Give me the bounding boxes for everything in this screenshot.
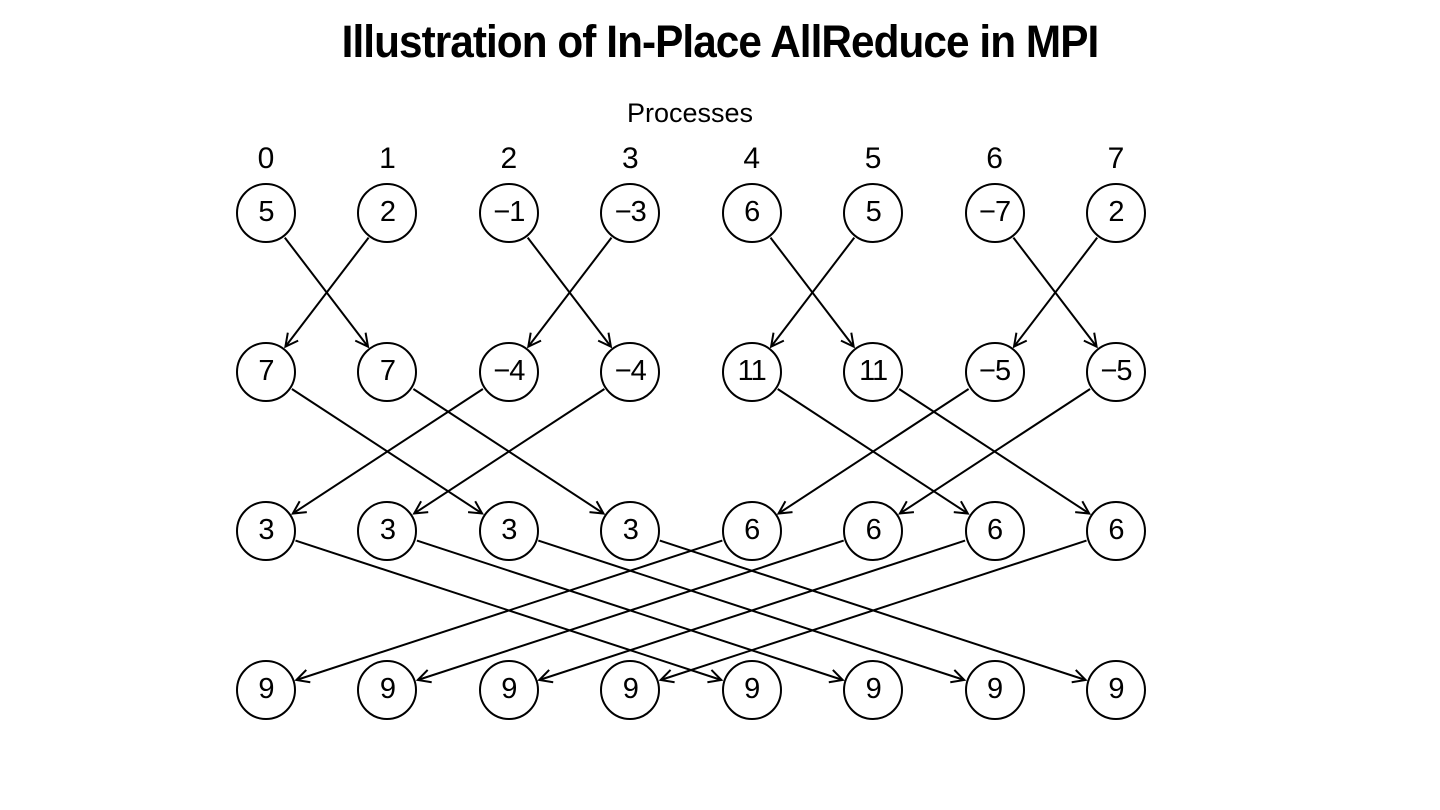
- value-node-row2-proc2: 3: [478, 501, 539, 561]
- value-node-row2-proc4: 6: [721, 501, 782, 561]
- value-node-row3-proc7: 9: [1086, 660, 1146, 720]
- value-node-row1-proc6: −5: [964, 342, 1025, 402]
- process-label-2: 2: [500, 142, 518, 175]
- process-label-5: 5: [864, 142, 882, 175]
- value-node-row0-proc2: −1: [478, 183, 539, 243]
- value-node-row1-proc1: 7: [357, 342, 418, 402]
- process-label-4: 4: [743, 142, 761, 175]
- exchange-arrow-stage3-p6-to-p2: [537, 539, 966, 684]
- exchange-arrow-stage1-p5-to-p4: [769, 236, 856, 349]
- value-node-row0-proc3: −3: [600, 183, 661, 243]
- value-node-row2-proc6: 6: [964, 501, 1025, 561]
- processes-axis-label: Processes: [626, 98, 754, 128]
- exchange-arrow-stage2-p6-to-p4: [776, 388, 970, 515]
- exchange-arrow-stage1-p7-to-p6: [1012, 236, 1098, 349]
- value-node-row2-proc5: 6: [843, 501, 904, 561]
- value-node-row3-proc1: 9: [357, 660, 418, 720]
- value-node-row1-proc2: −4: [478, 342, 539, 402]
- exchange-arrow-stage1-p3-to-p2: [526, 236, 613, 349]
- value-node-row3-proc2: 9: [478, 660, 539, 720]
- value-node-row3-proc4: 9: [721, 660, 782, 720]
- value-node-row1-proc0: 7: [236, 342, 296, 402]
- value-node-row0-proc7: 2: [1086, 183, 1146, 243]
- exchange-arrow-stage3-p5-to-p1: [415, 539, 845, 684]
- value-node-row0-proc0: 5: [236, 183, 296, 243]
- value-node-row2-proc7: 6: [1086, 501, 1146, 561]
- value-node-row1-proc4: 11: [721, 342, 782, 402]
- value-node-row3-proc6: 9: [964, 660, 1025, 720]
- value-node-row1-proc5: 11: [843, 342, 904, 402]
- exchange-arrow-stage3-p4-to-p0: [294, 539, 723, 684]
- process-label-3: 3: [621, 142, 639, 175]
- value-node-row3-proc3: 9: [600, 660, 661, 720]
- value-node-row3-proc5: 9: [843, 660, 904, 720]
- value-node-row2-proc3: 3: [600, 501, 661, 561]
- value-node-row0-proc6: −7: [964, 183, 1025, 243]
- value-node-row2-proc1: 3: [357, 501, 418, 561]
- exchange-arrow-stage2-p7-to-p5: [898, 388, 1091, 515]
- exchange-arrow-stage2-p2-to-p0: [290, 388, 484, 515]
- exchange-arrow-stage1-p1-to-p0: [284, 236, 370, 349]
- exchange-arrow-stage3-p7-to-p3: [658, 539, 1087, 684]
- process-label-7: 7: [1107, 142, 1125, 175]
- value-node-row1-proc3: −4: [600, 342, 661, 402]
- figure-title: Illustration of In-Place AllReduce in MP…: [341, 16, 1100, 67]
- value-node-row0-proc4: 6: [721, 183, 782, 243]
- exchange-arrow-stage2-p3-to-p1: [412, 388, 605, 515]
- value-node-row0-proc5: 5: [843, 183, 904, 243]
- value-node-row3-proc0: 9: [236, 660, 296, 720]
- value-node-row2-proc0: 3: [236, 501, 296, 561]
- value-node-row0-proc1: 2: [357, 183, 418, 243]
- process-label-1: 1: [379, 142, 396, 175]
- value-node-row1-proc7: −5: [1086, 342, 1146, 402]
- process-label-0: 0: [257, 142, 275, 175]
- process-label-6: 6: [986, 142, 1003, 175]
